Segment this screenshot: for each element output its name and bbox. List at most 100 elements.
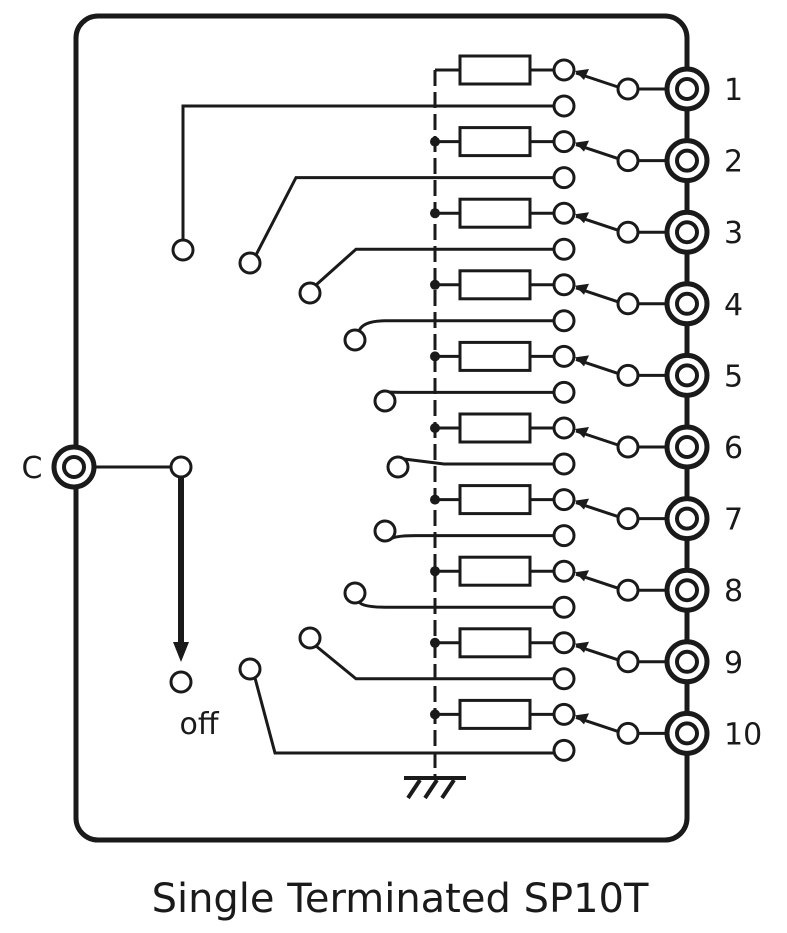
- ground-junction-8: [430, 566, 440, 577]
- rf-port-center-9: [675, 649, 699, 674]
- ground-junction-10: [430, 709, 440, 720]
- wiring-contact-6: [552, 452, 576, 476]
- terminated-contact-3: [552, 201, 576, 225]
- port-label-3: 3: [724, 216, 743, 251]
- wiring-contact-7: [552, 524, 576, 548]
- throw-wire-7: [387, 534, 554, 542]
- switch-pole-1: [616, 77, 640, 101]
- ground-symbol-icon: [404, 776, 466, 800]
- termination-resistor-6: [458, 412, 532, 444]
- rf-port-center-1: [675, 77, 699, 101]
- wiring-contact-8: [552, 595, 576, 619]
- rf-port-center-7: [675, 506, 699, 531]
- throw-wire-4: [357, 319, 554, 332]
- switch-arrow-icon-5: [575, 355, 589, 367]
- terminated-contact-2: [552, 130, 576, 154]
- terminated-contact-7: [552, 488, 576, 512]
- switch-arrow-icon-3: [575, 212, 589, 224]
- terminated-contact-8: [552, 559, 576, 583]
- common-throw-2: [238, 251, 262, 275]
- port-label-4: 4: [724, 288, 743, 323]
- port-label-9: 9: [724, 646, 743, 681]
- port-label-1: 1: [724, 73, 743, 108]
- wiring-contact-5: [552, 380, 576, 404]
- terminated-contact-10: [552, 702, 576, 726]
- off-label: off: [179, 707, 219, 742]
- common-throw-9: [298, 626, 322, 650]
- switch-pole-3: [616, 220, 640, 244]
- ground-junction-9: [430, 637, 440, 648]
- throw-wire-1: [181, 104, 554, 240]
- switch-pole-6: [616, 435, 640, 459]
- termination-resistor-3: [458, 197, 532, 229]
- termination-resistor-10: [458, 698, 532, 730]
- ground-junction-3: [430, 208, 440, 219]
- terminated-contact-9: [552, 631, 576, 655]
- switch-arrow-icon-4: [575, 283, 589, 295]
- common-throw-7: [373, 519, 397, 543]
- common-throw-5: [373, 389, 397, 413]
- wiring-contact-1: [552, 94, 576, 118]
- port-label-7: 7: [724, 503, 743, 538]
- rf-port-center-3: [675, 220, 699, 245]
- switch-arrow-icon-1: [575, 69, 589, 80]
- switch-arrow-icon-8: [575, 570, 589, 582]
- switch-pole-8: [616, 578, 640, 602]
- port-label-6: 6: [724, 431, 743, 466]
- common-throw-4: [343, 328, 367, 352]
- terminated-contact-5: [552, 344, 576, 368]
- common-throw-8: [343, 581, 367, 605]
- port-label-2: 2: [724, 145, 743, 180]
- termination-resistor-7: [458, 484, 532, 516]
- throw-wire-2: [254, 176, 554, 256]
- switch-arrow-icon-6: [575, 427, 589, 438]
- switch-pole-2: [616, 149, 640, 173]
- common-throw-1: [171, 238, 195, 262]
- switch-pole-10: [616, 721, 640, 745]
- termination-resistor-4: [458, 269, 532, 301]
- rf-port-center-5: [675, 363, 699, 388]
- switch-arrow-icon-2: [575, 140, 589, 152]
- ground-junction-6: [430, 423, 440, 433]
- off-pole: [169, 670, 193, 694]
- switch-pole-4: [616, 292, 640, 316]
- switch-enclosure: [73, 13, 690, 843]
- common-pole: [169, 455, 193, 479]
- rf-port-center-2: [675, 148, 699, 173]
- wiring-contact-3: [552, 237, 576, 261]
- termination-resistor-9: [458, 627, 532, 659]
- throw-wire-9: [315, 644, 554, 681]
- wiring-contact-9: [552, 667, 576, 691]
- rf-port-center-10: [675, 721, 699, 746]
- wiring-contact-10: [552, 738, 576, 762]
- throw-wire-8: [357, 600, 554, 609]
- wiring-contact-2: [552, 166, 576, 190]
- throw-wire-10: [253, 677, 554, 755]
- ground-junction-4: [430, 279, 440, 290]
- common-port: [51, 444, 97, 490]
- port-label-8: 8: [724, 574, 743, 609]
- rf-port-center-8: [675, 578, 699, 603]
- common-throw-10: [238, 657, 262, 681]
- ground-junction-2: [430, 136, 440, 147]
- termination-resistor-1: [458, 54, 532, 86]
- throw-wire-3: [314, 247, 554, 287]
- switch-pole-9: [616, 650, 640, 674]
- port-label-5: 5: [724, 359, 743, 394]
- terminated-contact-1: [552, 58, 576, 82]
- ground-junction-5: [430, 351, 440, 362]
- termination-resistor-2: [458, 126, 532, 158]
- terminated-contact-6: [552, 416, 576, 440]
- switch-arrow-icon-7: [575, 498, 589, 510]
- diagram-caption: Single Terminated SP10T: [152, 876, 649, 922]
- common-switch-arrow-icon: [173, 642, 189, 662]
- switch-arrow-icon-10: [575, 713, 589, 725]
- terminated-contact-4: [552, 273, 576, 297]
- common-throw-6: [386, 455, 410, 479]
- switch-pole-7: [616, 507, 640, 531]
- termination-resistor-8: [458, 555, 532, 587]
- rf-port-center-6: [675, 435, 699, 459]
- switch-arrow-icon-9: [575, 641, 589, 653]
- termination-resistor-5: [458, 340, 532, 372]
